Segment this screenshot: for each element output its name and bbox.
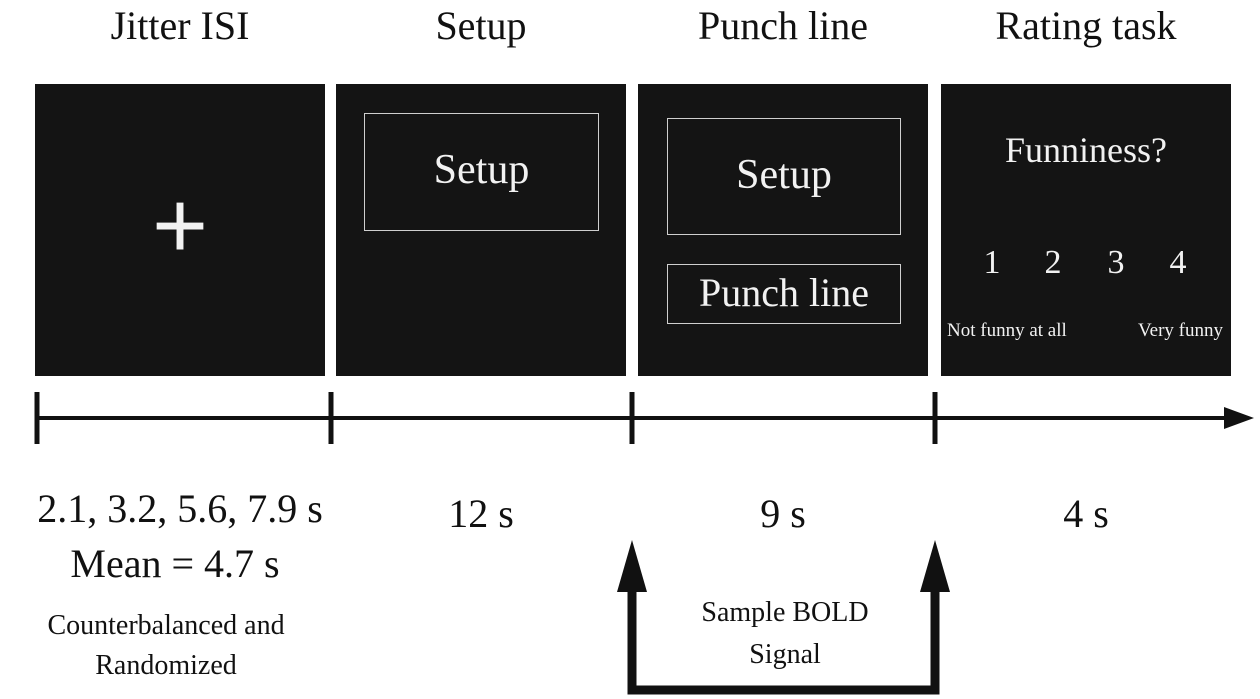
rating-option-4: 4 xyxy=(1169,244,1187,281)
phase-title-punchline: Punch line xyxy=(698,3,868,48)
phase-title-setup: Setup xyxy=(435,3,527,48)
jitter-note-line2: Randomized xyxy=(95,650,237,681)
rating-option-3: 3 xyxy=(1107,244,1125,281)
rating-anchor-low: Not funny at all xyxy=(947,320,1067,341)
duration-setup: 12 s xyxy=(448,491,514,536)
screen-jitter: + xyxy=(35,84,325,376)
bold-arrow-left-icon xyxy=(617,540,647,592)
fixation-cross-icon: + xyxy=(151,172,209,279)
duration-rating: 4 s xyxy=(1063,491,1109,536)
punchline-text-box xyxy=(667,264,901,324)
rating-question: Funniness? xyxy=(1005,130,1167,170)
setup-text-box xyxy=(667,118,901,235)
bold-label-line1: Sample BOLD xyxy=(701,597,869,628)
rating-option-1: 1 xyxy=(983,244,1001,281)
bold-bracket xyxy=(627,588,940,695)
rating-anchor-high: Very funny xyxy=(1138,320,1223,341)
timeline-arrowhead xyxy=(1224,407,1254,429)
punchline-screen-text: Punch line xyxy=(699,270,869,315)
jitter-note-line1: Counterbalanced and xyxy=(47,610,285,641)
setup-screen-text: Setup xyxy=(736,152,832,198)
duration-punchline: 9 s xyxy=(760,491,806,536)
bold-arrow-right-icon xyxy=(920,540,950,592)
bold-label-line2: Signal xyxy=(749,639,821,670)
screen-punchline: Setup Punch line xyxy=(638,84,928,376)
duration-jitter: 2.1, 3.2, 5.6, 7.9 s xyxy=(37,486,323,531)
duration-jitter-mean: Mean = 4.7 s xyxy=(70,541,280,586)
screen-rating: Funniness? 1 2 3 4 Not funny at all Very… xyxy=(941,84,1231,376)
screen-setup: Setup xyxy=(336,84,626,376)
phase-title-jitter: Jitter ISI xyxy=(110,3,250,48)
phase-title-rating: Rating task xyxy=(995,3,1177,48)
rating-option-2: 2 xyxy=(1044,244,1062,281)
setup-text-box xyxy=(364,113,599,231)
setup-screen-text: Setup xyxy=(433,147,530,193)
